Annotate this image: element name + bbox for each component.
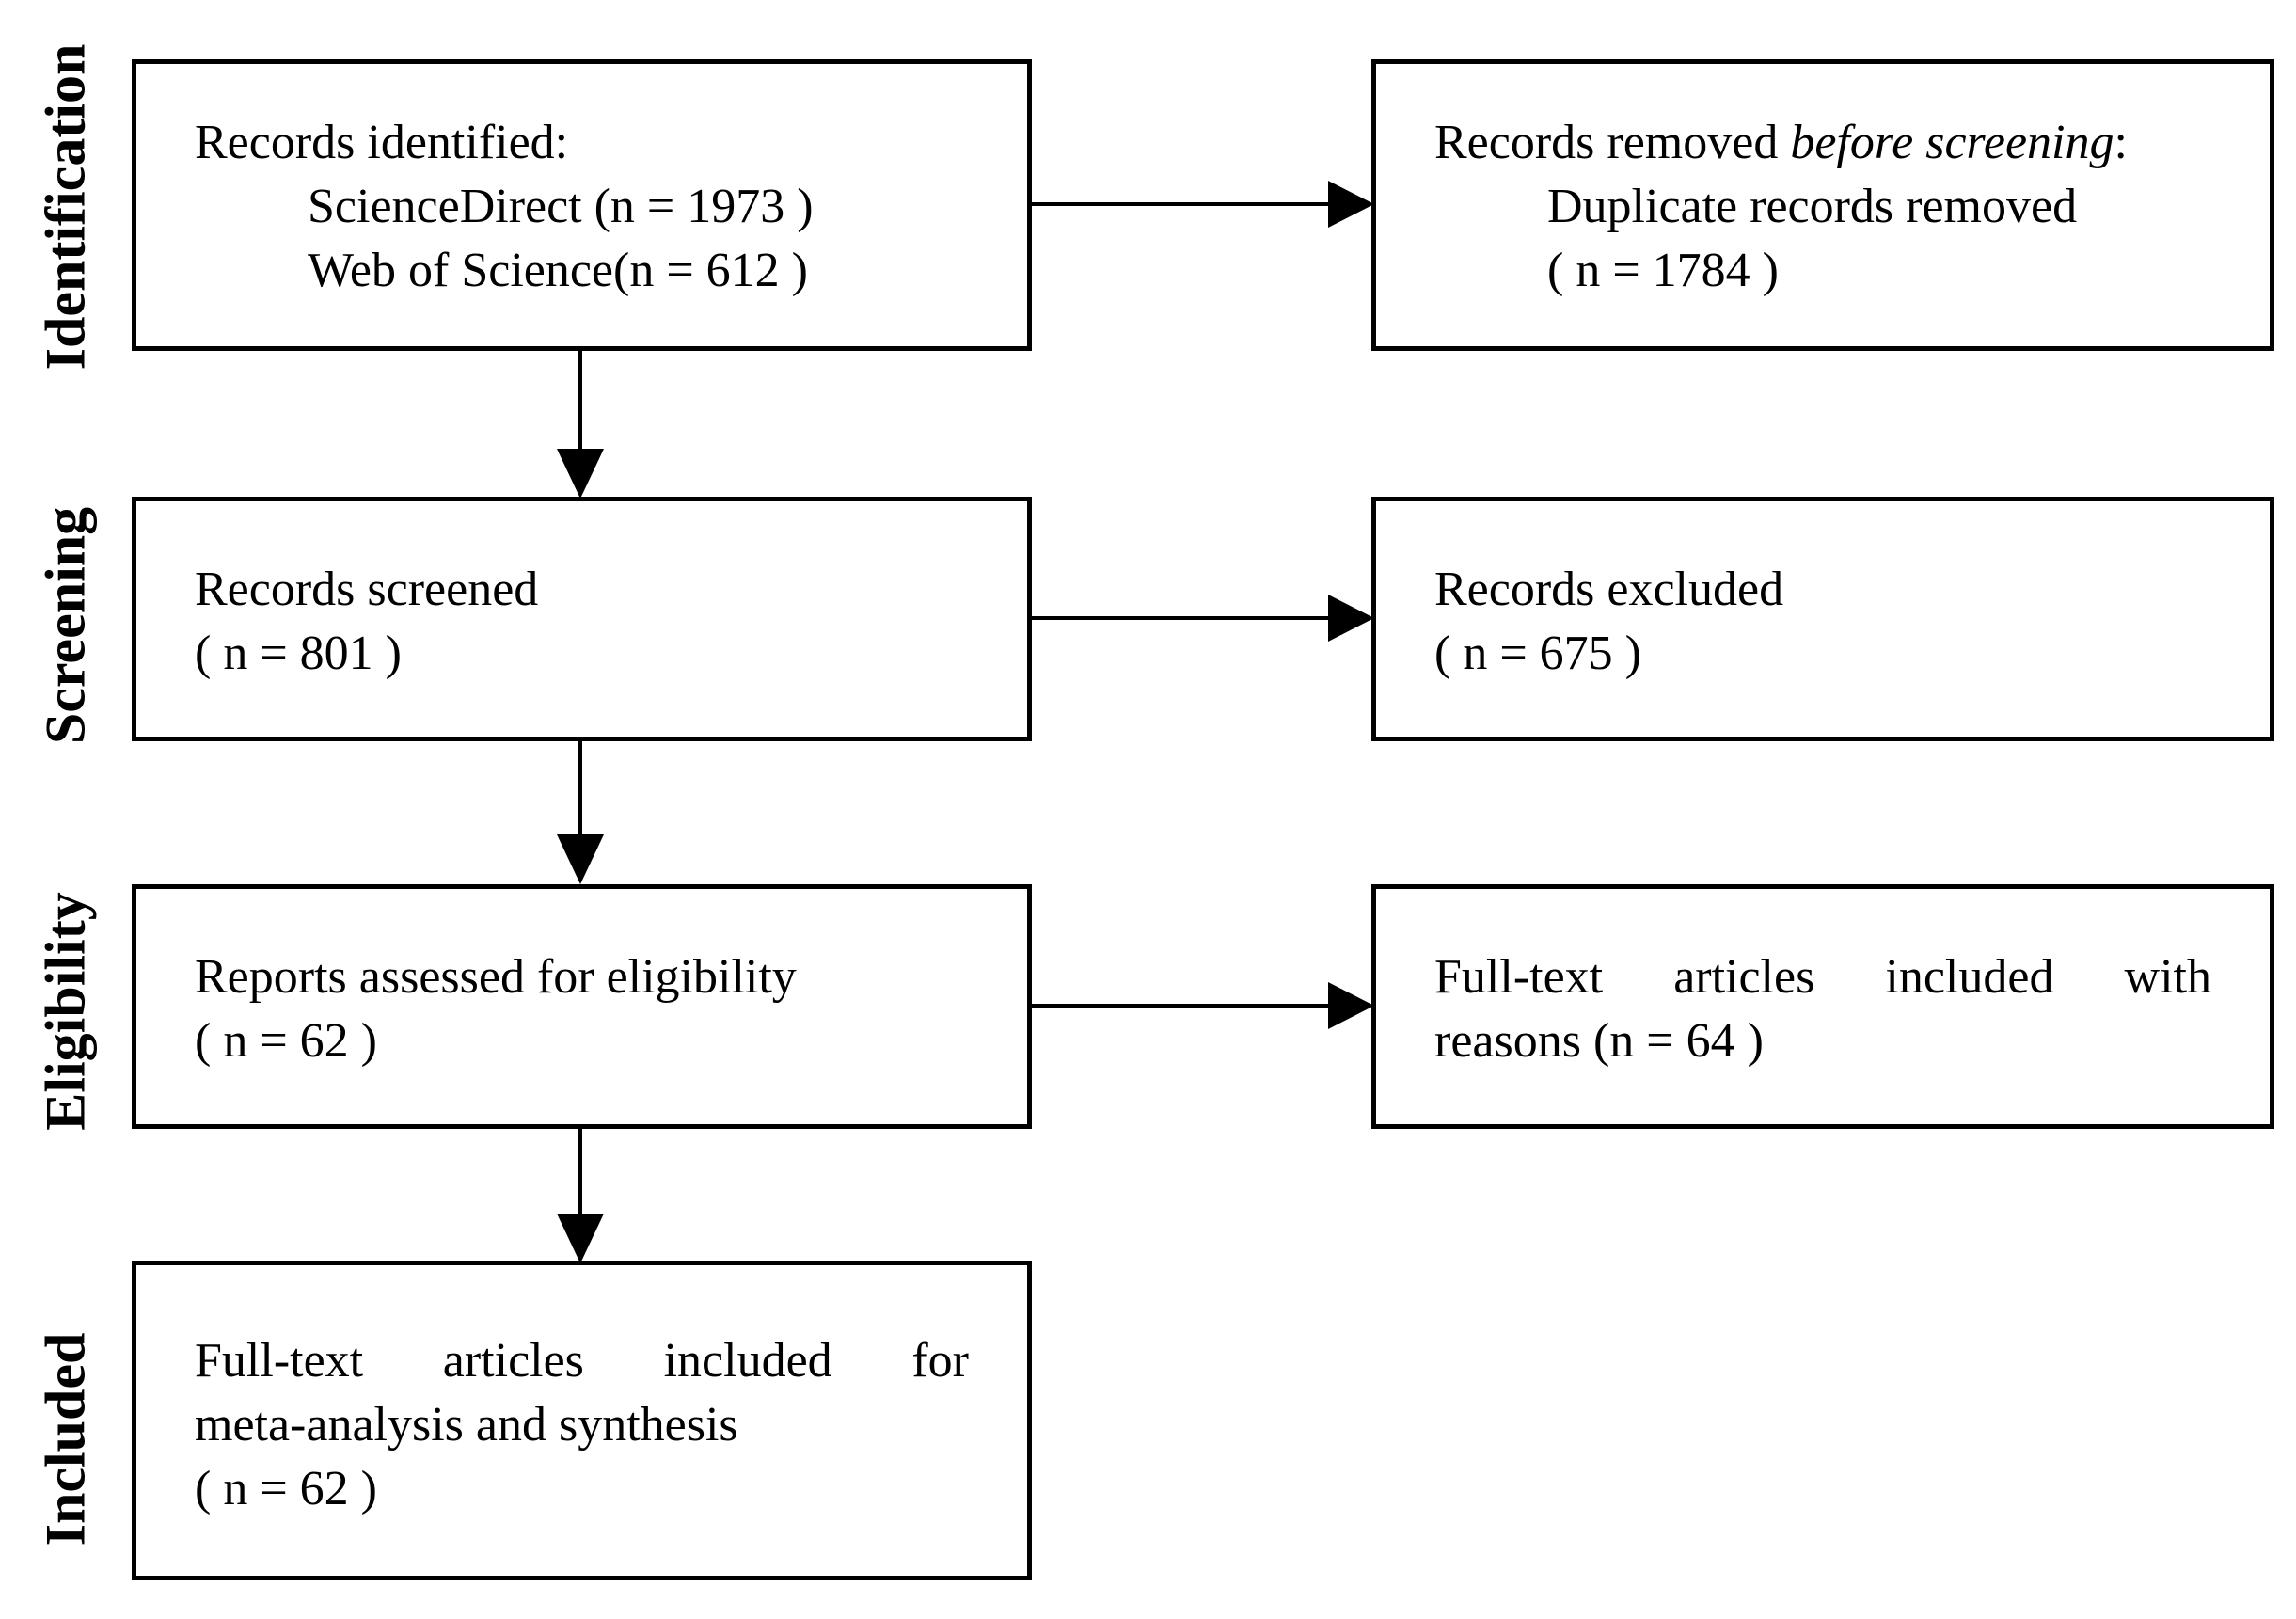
records-removed-box: Records removed before screening: Duplic… xyxy=(1371,59,2274,351)
records-excluded-text: Records excluded ( n = 675 ) xyxy=(1434,558,1783,686)
full-text-reasons-text: Full-text articles included with reasons… xyxy=(1434,945,2211,1073)
records-identified-box: Records identified: ScienceDirect (n = 1… xyxy=(132,59,1032,351)
records-screened-heading: Records screened xyxy=(195,563,539,616)
records-identified-text: Records identified: ScienceDirect (n = 1… xyxy=(195,111,814,303)
eligibility-text: Reports assessed for eligibility ( n = 6… xyxy=(195,945,797,1073)
duplicate-records-label: Duplicate records removed xyxy=(1547,180,2078,233)
included-count: ( n = 62 ) xyxy=(195,1462,377,1516)
arrowhead-removed xyxy=(1328,181,1374,228)
records-identified-heading: Records identified: xyxy=(195,116,569,169)
included-box: Full-text articles included for meta-ana… xyxy=(132,1261,1032,1580)
included-line1: Full-text articles included for xyxy=(195,1334,969,1388)
web-of-science-count: Web of Science(n = 612 ) xyxy=(308,244,808,297)
included-line2: meta-analysis and synthesis xyxy=(195,1398,738,1452)
records-screened-text: Records screened ( n = 801 ) xyxy=(195,558,538,686)
full-text-reasons-box: Full-text articles included with reasons… xyxy=(1371,884,2274,1129)
sciencedirect-count: ScienceDirect (n = 1973 ) xyxy=(308,180,814,233)
eligibility-count: ( n = 62 ) xyxy=(195,1014,377,1068)
records-screened-count: ( n = 801 ) xyxy=(195,627,402,680)
records-excluded-box: Records excluded ( n = 675 ) xyxy=(1371,497,2274,741)
arrowhead-eligibility xyxy=(557,834,604,884)
records-excluded-count: ( n = 675 ) xyxy=(1434,627,1641,680)
records-screened-box: Records screened ( n = 801 ) xyxy=(132,497,1032,741)
included-text: Full-text articles included for meta-ana… xyxy=(195,1329,969,1521)
records-excluded-heading: Records excluded xyxy=(1434,563,1784,616)
arrowhead-included xyxy=(557,1214,604,1263)
duplicate-records-count: ( n = 1784 ) xyxy=(1547,244,1779,297)
records-removed-heading: Records removed before screening: xyxy=(1434,116,2128,169)
arrowhead-reasons xyxy=(1328,982,1374,1029)
full-text-reasons-line1: Full-text articles included with xyxy=(1434,950,2211,1004)
full-text-reasons-count: reasons (n = 64 ) xyxy=(1434,1014,1764,1068)
eligibility-box: Reports assessed for eligibility ( n = 6… xyxy=(132,884,1032,1129)
eligibility-heading: Reports assessed for eligibility xyxy=(195,950,797,1004)
records-removed-text: Records removed before screening: Duplic… xyxy=(1434,111,2128,303)
arrowhead-screened xyxy=(557,449,604,499)
arrowhead-excluded xyxy=(1328,595,1374,642)
